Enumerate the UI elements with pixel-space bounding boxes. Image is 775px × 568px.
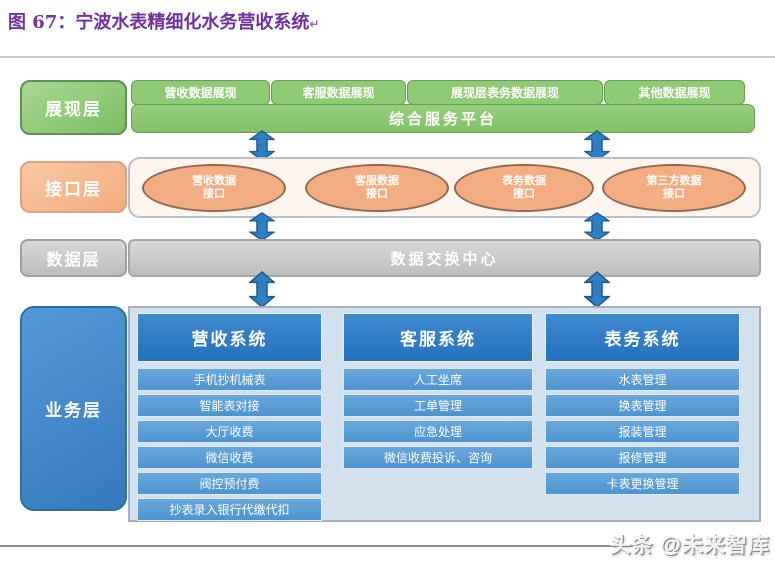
ellipse-line2: 接口 bbox=[663, 188, 685, 200]
list-item: 智能表对接 bbox=[137, 394, 322, 417]
business-column-customer-service: 客服系统 人工坐席 工单管理 应急处理 微信收费投诉、咨询 bbox=[343, 313, 533, 469]
list-item: 微信收费投诉、咨询 bbox=[343, 446, 533, 469]
interface-ellipse-service: 客服数据 接口 bbox=[305, 164, 449, 212]
list-item: 微信收费 bbox=[137, 446, 322, 469]
layer-label-interface: 接口层 bbox=[20, 161, 127, 213]
ellipse-line2: 接口 bbox=[366, 188, 388, 200]
bottom-divider bbox=[0, 545, 633, 547]
figure-number: 图 67： bbox=[8, 12, 76, 33]
data-exchange-center-bar: 数据交换中心 bbox=[128, 239, 761, 277]
layer-label-business: 业务层 bbox=[20, 306, 127, 511]
business-column-revenue: 营收系统 手机抄机械表 智能表对接 大厅收费 微信收费 阀控预付费 抄表录入银行… bbox=[137, 313, 322, 521]
integrated-service-platform-bar: 综合服务平台 bbox=[131, 104, 755, 133]
presentation-box-revenue-data: 营收数据展现 bbox=[131, 80, 270, 105]
figure-title-text: 宁波水表精细化水务营收系统 bbox=[75, 12, 310, 33]
interface-ellipse-revenue: 营收数据 接口 bbox=[142, 164, 286, 212]
figure-title: 图 67：宁波水表精细化水务营收系统↵ bbox=[8, 8, 319, 34]
list-item: 换表管理 bbox=[545, 394, 740, 417]
top-divider bbox=[0, 56, 775, 58]
list-item: 卡表更换管理 bbox=[545, 472, 740, 495]
double-arrow-icon bbox=[249, 212, 275, 241]
watermark: 头条 @未来智库 bbox=[609, 534, 770, 557]
ellipse-line1: 表务数据 bbox=[502, 175, 546, 187]
presentation-box-meter-data: 展现层表务数据展现 bbox=[407, 80, 603, 105]
column-header: 营收系统 bbox=[137, 313, 322, 362]
list-item: 水表管理 bbox=[545, 368, 740, 391]
interface-ellipse-thirdparty: 第三方数据 接口 bbox=[602, 164, 746, 212]
list-item: 阀控预付费 bbox=[137, 472, 322, 495]
column-item-list: 水表管理 换表管理 报装管理 报修管理 卡表更换管理 bbox=[545, 368, 740, 495]
double-arrow-icon bbox=[584, 271, 610, 308]
ellipse-line1: 第三方数据 bbox=[646, 175, 702, 187]
ellipse-line2: 接口 bbox=[513, 188, 535, 200]
double-arrow-icon bbox=[584, 212, 610, 241]
column-header: 表务系统 bbox=[545, 313, 740, 362]
list-item: 抄表录入银行代缴代扣 bbox=[137, 498, 322, 521]
presentation-box-service-data: 客服数据展现 bbox=[271, 80, 406, 105]
column-item-list: 人工坐席 工单管理 应急处理 微信收费投诉、咨询 bbox=[343, 368, 533, 469]
list-item: 手机抄机械表 bbox=[137, 368, 322, 391]
ellipse-line2: 接口 bbox=[203, 188, 225, 200]
ellipse-line1: 客服数据 bbox=[355, 175, 399, 187]
paragraph-return-icon: ↵ bbox=[309, 17, 320, 31]
list-item: 应急处理 bbox=[343, 420, 533, 443]
column-header: 客服系统 bbox=[343, 313, 533, 362]
list-item: 工单管理 bbox=[343, 394, 533, 417]
presentation-box-other-data: 其他数据展现 bbox=[604, 80, 745, 105]
double-arrow-icon bbox=[249, 271, 275, 308]
list-item: 大厅收费 bbox=[137, 420, 322, 443]
list-item: 报修管理 bbox=[545, 446, 740, 469]
business-column-meter-service: 表务系统 水表管理 换表管理 报装管理 报修管理 卡表更换管理 bbox=[545, 313, 740, 495]
list-item: 报装管理 bbox=[545, 420, 740, 443]
interface-ellipse-meter: 表务数据 接口 bbox=[454, 164, 594, 212]
layer-label-data: 数据层 bbox=[20, 239, 127, 277]
ellipse-line1: 营收数据 bbox=[192, 175, 236, 187]
list-item: 人工坐席 bbox=[343, 368, 533, 391]
layer-label-presentation: 展现层 bbox=[20, 80, 127, 135]
column-item-list: 手机抄机械表 智能表对接 大厅收费 微信收费 阀控预付费 抄表录入银行代缴代扣 bbox=[137, 368, 322, 521]
